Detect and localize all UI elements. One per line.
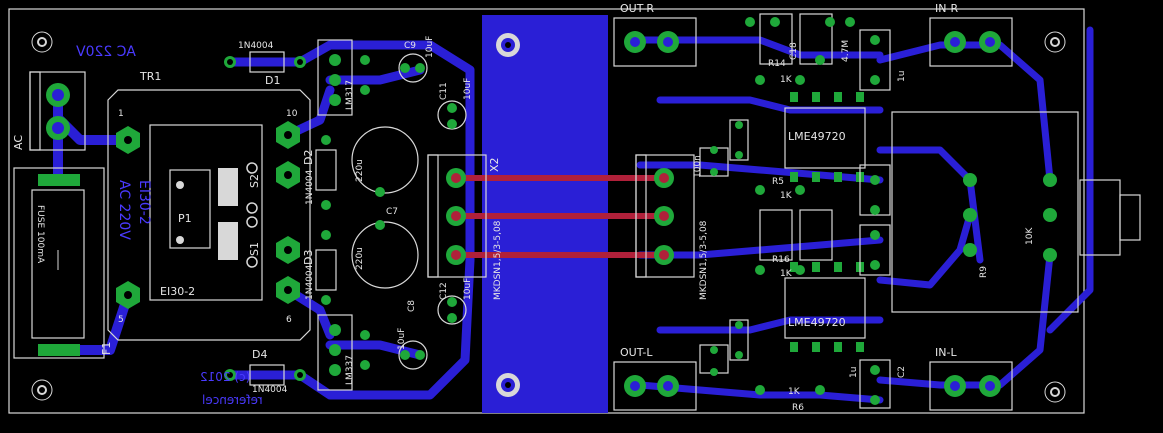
in-l-label: IN-L	[935, 346, 957, 359]
input-connectors	[929, 17, 1013, 411]
pin10-label: 10	[286, 109, 298, 119]
c2-value-label: 1u	[849, 367, 859, 378]
mounting-holes	[31, 31, 1066, 403]
lme-bottom-label: LME49720	[788, 316, 846, 329]
in-r-label: IN-R	[935, 2, 958, 15]
d3-type-label: 1N4004	[305, 264, 315, 300]
out-r-label: OUT-R	[620, 2, 654, 15]
c8-value-label: 10uF	[397, 328, 407, 350]
volume-potentiometer	[891, 111, 1141, 313]
capacitors	[351, 53, 467, 370]
d3-label: D3	[302, 250, 315, 265]
c9-label: C9	[404, 41, 416, 51]
wire-links	[456, 175, 664, 258]
tr1-label: TR1	[139, 70, 161, 83]
p1-label: P1	[178, 212, 192, 225]
copyright-label: (c) 2012	[200, 370, 250, 384]
pin1-label: 1	[118, 109, 124, 119]
c9-value-label: 10uF	[425, 36, 435, 58]
x2-label: X2	[488, 157, 501, 172]
pin5-label: 5	[118, 315, 124, 325]
r14-label: R14	[768, 59, 786, 69]
r9-label: R9	[979, 266, 989, 278]
c11-value-label: 10uF	[463, 78, 473, 100]
ac-220v-vertical-label: AC 220V	[116, 180, 132, 240]
s2-label: S2	[248, 174, 261, 188]
ac-voltage-label: AC 220V	[76, 44, 136, 60]
r5-label: R5	[772, 177, 784, 187]
c4-7m-label: 4.7M	[841, 40, 851, 62]
ac-connector	[29, 71, 86, 151]
mkds-left-label: MKDSN1,5/3-5,08	[493, 220, 503, 300]
c7-label: C7	[386, 207, 398, 217]
fuse-holder	[13, 167, 105, 359]
ac-label: AC	[12, 135, 25, 150]
c8-label: C8	[407, 300, 417, 312]
c11-label: C11	[439, 82, 449, 100]
d1-label: D1	[265, 74, 280, 87]
selector-switch	[169, 162, 258, 268]
d2-label: D2	[302, 150, 315, 165]
pin6-label: 6	[286, 315, 292, 325]
power-terminal-right	[635, 154, 695, 278]
r6-label: R6	[792, 403, 804, 413]
output-connectors	[613, 17, 697, 411]
r6-value-label: 1K	[788, 387, 801, 397]
x2-terminal	[427, 154, 487, 278]
small-passives	[699, 13, 891, 409]
copper-traces	[53, 26, 1094, 404]
r5-value-label: 1K	[780, 191, 793, 201]
regulator-bottom-label: LM337	[345, 355, 355, 385]
fuse-label: FUSE 100mA	[35, 205, 45, 264]
silkscreen-text: AC 220V TR1 AC FUSE 100mA F1 P1 EI30-2 A…	[12, 2, 1035, 413]
out-l-label: OUT-L	[620, 346, 653, 359]
lme-top-label: LME49720	[788, 130, 846, 143]
reference-label: referencel	[202, 393, 263, 407]
d2-type-label: 1N4004	[305, 169, 315, 205]
r16-value-label: 1K	[780, 269, 793, 279]
c18-label: C18	[789, 42, 799, 60]
ei30-vertical-label: EI30-2	[136, 180, 152, 225]
d1-type-label: 1N4004	[238, 41, 274, 51]
r9-value-label: 10K	[1025, 227, 1035, 245]
regulator-top-label: LM317	[345, 80, 355, 110]
f1-label: F1	[100, 342, 113, 355]
c1u-label: 1u	[897, 71, 907, 82]
c7-top-value-label: 220u	[355, 159, 365, 182]
c12-value-label: 10uF	[463, 278, 473, 300]
d4-label: D4	[252, 348, 267, 361]
r14-value-label: 1K	[780, 75, 793, 85]
transformer	[107, 89, 311, 341]
d4-type-label: 1N4004	[252, 385, 288, 395]
diodes	[224, 51, 337, 386]
ei30-label: EI30-2	[160, 285, 195, 298]
mkds-right-label: MKDSN1,5/3-5,08	[699, 220, 709, 300]
c100n-label: 100n	[693, 155, 703, 178]
regulators	[317, 39, 370, 391]
c7-bottom-value-label: 220u	[355, 247, 365, 270]
r16-label: R16	[772, 255, 790, 265]
s1-label: S1	[248, 242, 261, 256]
c12-label: C12	[439, 282, 449, 300]
c2-label: C2	[897, 366, 907, 378]
